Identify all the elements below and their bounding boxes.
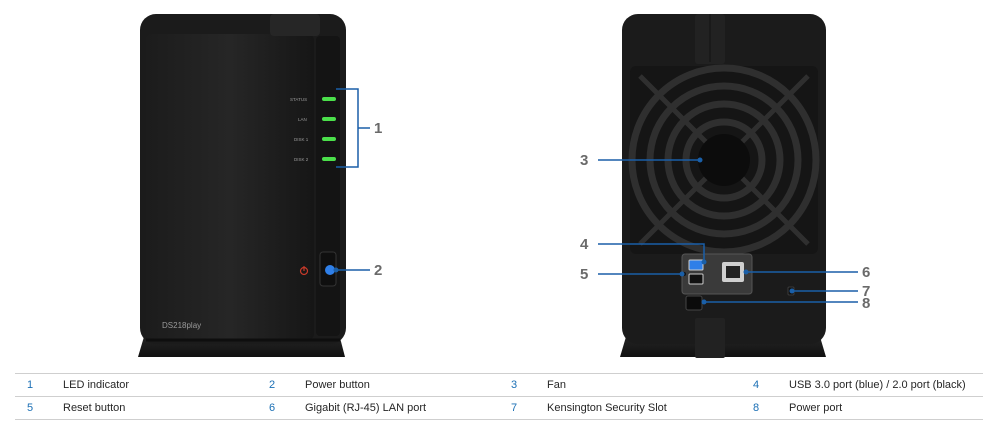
led-disk1 (322, 137, 336, 141)
callout-8: 8 (862, 295, 870, 312)
legend-table: 1 LED indicator 2 Power button 3 Fan 4 U… (15, 373, 983, 420)
front-panel (146, 34, 314, 340)
legend-label: LED indicator (63, 379, 130, 391)
led-label-status: STATUS (290, 97, 307, 102)
legend-item: 7 Kensington Security Slot (499, 402, 741, 414)
front-view: STATUS LAN DISK 1 DISK 2 DS218play 1 2 (138, 14, 382, 357)
legend-number: 4 (753, 379, 760, 391)
usb-port-black[interactable] (688, 273, 704, 285)
legend-item: 2 Power button (257, 379, 499, 391)
power-button[interactable] (325, 265, 335, 275)
legend-number: 1 (27, 379, 34, 391)
callout-5: 5 (580, 266, 588, 283)
legend-label: USB 3.0 port (blue) / 2.0 port (black) (789, 379, 966, 391)
fan-hub (698, 134, 750, 186)
legend-label: Reset button (63, 402, 126, 414)
model-name: DS218play (162, 321, 201, 330)
legend-item: 4 USB 3.0 port (blue) / 2.0 port (black) (741, 379, 983, 391)
callout-7: 7 (862, 283, 870, 300)
legend-row: 1 LED indicator 2 Power button 3 Fan 4 U… (15, 374, 983, 397)
hardware-diagram: STATUS LAN DISK 1 DISK 2 DS218play 1 2 (138, 14, 870, 358)
front-top-lid (270, 14, 320, 36)
led-lan (322, 117, 336, 121)
legend-item: 5 Reset button (15, 402, 257, 414)
legend-number: 8 (753, 402, 760, 414)
legend-item: 6 Gigabit (RJ-45) LAN port (257, 402, 499, 414)
legend-number: 5 (27, 402, 34, 414)
led-disk2 (322, 157, 336, 161)
legend-number: 3 (511, 379, 518, 391)
callout-6: 6 (862, 264, 870, 281)
legend-item: 3 Fan (499, 379, 741, 391)
legend-number: 6 (269, 402, 276, 414)
callout-1: 1 (374, 120, 382, 137)
legend-label: Gigabit (RJ-45) LAN port (305, 402, 427, 414)
legend-number: 2 (269, 379, 276, 391)
legend-label: Kensington Security Slot (547, 402, 667, 414)
usb-port-blue[interactable] (688, 259, 704, 271)
legend-label: Fan (547, 379, 566, 391)
legend-label: Power button (305, 379, 370, 391)
legend-label: Power port (789, 402, 843, 414)
legend-item: 1 LED indicator (15, 379, 257, 391)
legend-number: 7 (511, 402, 518, 414)
callout-2: 2 (374, 262, 382, 279)
power-port[interactable] (685, 295, 703, 311)
back-view: 3 4 5 6 7 8 (580, 14, 870, 358)
front-side-strip (316, 36, 340, 336)
callout-4: 4 (580, 236, 589, 253)
power-icon (299, 266, 309, 276)
led-label-disk1: DISK 1 (294, 137, 309, 142)
back-bottom-tab (695, 318, 725, 358)
led-label-disk2: DISK 2 (294, 157, 309, 162)
led-label-lan: LAN (298, 117, 307, 122)
led-status (322, 97, 336, 101)
callout-3: 3 (580, 152, 588, 169)
legend-row: 5 Reset button 6 Gigabit (RJ-45) LAN por… (15, 397, 983, 420)
legend-item: 8 Power port (741, 402, 983, 414)
fan-grille (628, 64, 820, 256)
